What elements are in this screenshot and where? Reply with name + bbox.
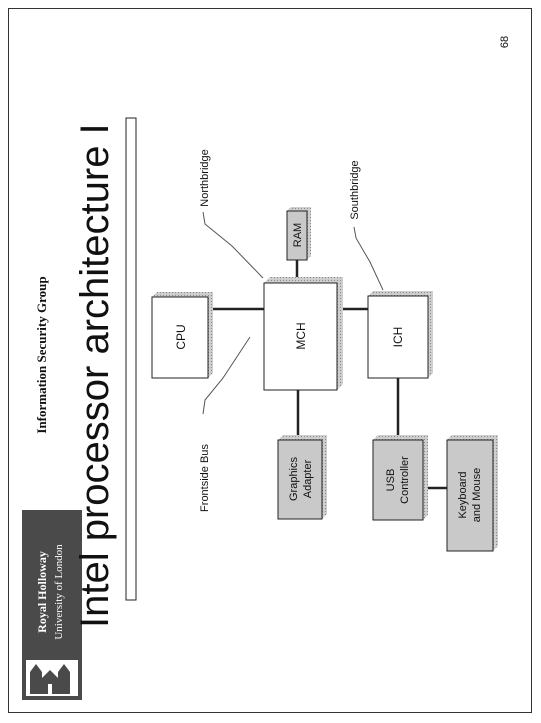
keyboard-label-2: and Mouse [471, 468, 483, 522]
callout-lines [202, 211, 384, 415]
title-underline [125, 117, 137, 601]
group-name: Information Security Group [34, 276, 49, 433]
ich-label: ICH [391, 327, 405, 348]
slide-title: Intel processor architecture I [73, 123, 117, 628]
usb-controller-block: USB Controller [372, 435, 428, 521]
university-logo: Royal Holloway University of London [22, 510, 82, 700]
cpu-label: CPU [174, 324, 188, 349]
mch-block: MCH [263, 277, 343, 391]
keyboard-label-1: Keyboard [457, 471, 469, 518]
ich-block: ICH [367, 291, 433, 379]
usb-label-2: Controller [399, 456, 411, 504]
logo-line-2: University of London [53, 544, 65, 640]
usb-label-1: USB [385, 469, 397, 492]
cpu-block: CPU [151, 292, 213, 379]
frontside-bus-label: Frontside Bus [199, 444, 211, 512]
southbridge-label: Southbridge [349, 160, 361, 219]
logo-line-1: Royal Holloway [35, 551, 49, 633]
keyboard-mouse-block: Keyboard and Mouse [446, 435, 498, 552]
page-number: 68 [499, 36, 511, 48]
mch-label: MCH [294, 322, 308, 349]
graphics-adapter-block: Graphics Adapter [277, 435, 327, 520]
graphics-label-2: Adapter [302, 459, 314, 498]
slide-frame [8, 8, 532, 713]
ram-block: RAM [286, 207, 311, 261]
northbridge-label: Northbridge [199, 149, 211, 206]
graphics-label-1: Graphics [288, 456, 300, 501]
ram-label: RAM [292, 223, 304, 247]
